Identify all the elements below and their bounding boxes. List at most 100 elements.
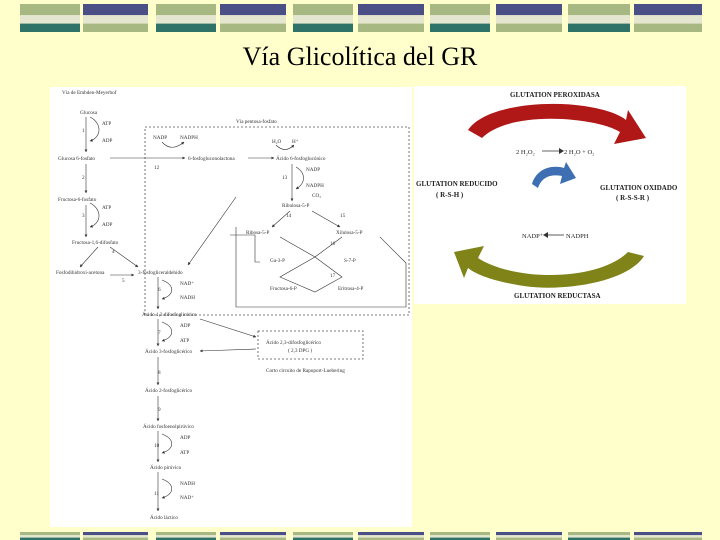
arrow-atp-4	[161, 433, 173, 454]
cofactor-adp-3: ADP	[180, 323, 190, 329]
band-segment-mid	[496, 535, 562, 538]
glycolysis-diagram: Vía de Embden-Meyerhof Vía pentosa-fosfa…	[50, 87, 412, 527]
band-segment-top	[634, 4, 702, 16]
arrow-h2o	[275, 144, 295, 150]
cofactor-atp-1: ATP	[102, 121, 111, 127]
band-segment-top	[220, 532, 286, 536]
cofactor-co2: CO₂	[312, 193, 321, 199]
step-7: 7	[158, 330, 161, 336]
node-6-fosfogluconolactona: 6-fosfogluconolactona	[188, 155, 235, 162]
arrow-ru5p-xu5p	[311, 210, 341, 228]
band-segment-bottom	[20, 537, 80, 540]
band-segment-bottom	[430, 537, 490, 540]
arrow-nadp-2	[295, 166, 304, 190]
band-segment-top	[20, 4, 80, 16]
band-segment-mid	[83, 15, 148, 24]
node-3-fosfogliceraldehido: 3-fosfogliceraldehído	[138, 269, 183, 276]
band-segment-bottom	[634, 23, 702, 32]
cofactor-atp-2: ATP	[102, 205, 111, 211]
pentose-pathway-box	[144, 126, 410, 316]
band-segment-mid	[358, 15, 424, 24]
arrow-nadp-1	[161, 141, 185, 148]
glycolysis-svg: Vía de Embden-Meyerhof Vía pentosa-fosfa…	[56, 89, 410, 521]
reductase-arrow	[454, 246, 644, 288]
node-eritrosa-4-p: Eritrosa-4-P	[338, 286, 363, 292]
cofactor-adp-2: ADP	[102, 222, 112, 228]
band-segment-mid	[20, 535, 80, 538]
band-segment-mid	[568, 535, 630, 538]
glutation-peroxidasa-label: GLUTATION PEROXIDASA	[510, 91, 600, 99]
cofactor-adp-1: ADP	[102, 138, 112, 144]
cofactor-h-plus: H⁺	[292, 139, 299, 145]
band-segment-bottom	[220, 23, 286, 32]
step-6: 6	[158, 287, 161, 293]
step-3: 3	[82, 213, 85, 219]
peroxidase-arrow	[468, 103, 646, 144]
band-segment-mid	[568, 15, 630, 24]
band-segment-mid	[156, 15, 216, 24]
step-9: 9	[158, 407, 161, 413]
cofactor-nadp-2: NADP	[306, 167, 320, 173]
step-11: 11	[154, 491, 159, 497]
band-segment-mid	[83, 535, 148, 538]
step-8: 8	[158, 370, 161, 376]
nadp-plus-label: NADP⁺	[522, 233, 544, 240]
band-segment-top	[358, 532, 424, 536]
node-23-dpg: ( 2,3 DPG )	[288, 347, 312, 354]
band-segment-top	[496, 4, 562, 16]
band-segment-mid	[220, 535, 286, 538]
band-segment-top	[156, 532, 216, 536]
band-segment-mid	[430, 535, 490, 538]
arrow-atp-1	[89, 116, 100, 142]
node-ga-3-p: Ga-3-P	[270, 258, 285, 264]
node-fructosa-6-fosfato: Fructosa-6-fosfato	[58, 196, 97, 203]
band-segment-bottom	[634, 537, 702, 540]
band-segment-mid	[358, 535, 424, 538]
band-segment-bottom	[293, 23, 353, 32]
band-segment-top	[430, 532, 490, 536]
node-acido-3-fosfoglicerico: Ácido 3-fosfoglicérico	[145, 347, 193, 355]
node-acido-lactico: Ácido láctico	[150, 513, 178, 521]
node-glucosa-6-fosfato: Glucosa 6-fosfato	[58, 155, 95, 162]
band-segment-bottom	[358, 537, 424, 540]
arrow-f16bp-g3p	[109, 246, 139, 268]
band-segment-mid	[430, 15, 490, 24]
arrow-ru5p-r5p	[271, 210, 291, 228]
step-17: 17	[330, 273, 336, 279]
band-segment-mid	[156, 535, 216, 538]
node-fosfodihidroxiacetona: Fosfodihidroxi-acetona	[56, 269, 105, 276]
band-segment-top	[220, 4, 286, 16]
band-segment-top	[83, 4, 148, 16]
node-acido-6-fosfoglucónico: Ácido 6-fosfoglucónico	[276, 154, 326, 162]
band-segment-bottom	[496, 537, 562, 540]
slide-title: Vía Glicolítica del GR	[242, 42, 478, 71]
node-ribosa-5-p: Ribosa-5-P	[246, 230, 269, 236]
arrow-nadh-2	[161, 478, 173, 499]
arrow-nad-1	[161, 279, 173, 300]
band-segment-bottom	[20, 23, 80, 32]
arrow-atp-3	[161, 321, 173, 342]
cofactor-h2o: H₂O	[272, 139, 282, 145]
cofactor-nad-2: NAD⁺	[180, 495, 194, 501]
step-13: 13	[282, 175, 288, 181]
cofactor-atp-4: ATP	[180, 450, 189, 456]
band-segment-top	[293, 4, 353, 16]
band-segment-mid	[293, 15, 353, 24]
h2o2-label: 2 H₂O₂	[516, 149, 535, 156]
step-14: 14	[286, 213, 292, 219]
arrow-pentose-to-g3p	[187, 196, 237, 266]
band-segment-mid	[293, 535, 353, 538]
band-segment-top	[20, 532, 80, 536]
transketolase-crossing	[279, 236, 343, 293]
return-path-right	[235, 227, 407, 308]
nadph-label: NADPH	[566, 233, 589, 240]
glutathione-cycle-diagram: GLUTATION PEROXIDASA 2 H₂O₂ 2 H₂O + O₂ G…	[414, 86, 686, 304]
band-segment-bottom	[156, 537, 216, 540]
band-segment-bottom	[430, 23, 490, 32]
band-segment-mid	[496, 15, 562, 24]
arrow-from-23dpg	[199, 348, 257, 353]
nadph-arrowhead	[543, 232, 548, 238]
band-segment-mid	[20, 15, 80, 24]
arrow-to-23dpg	[199, 318, 257, 338]
band-segment-mid	[634, 15, 702, 24]
